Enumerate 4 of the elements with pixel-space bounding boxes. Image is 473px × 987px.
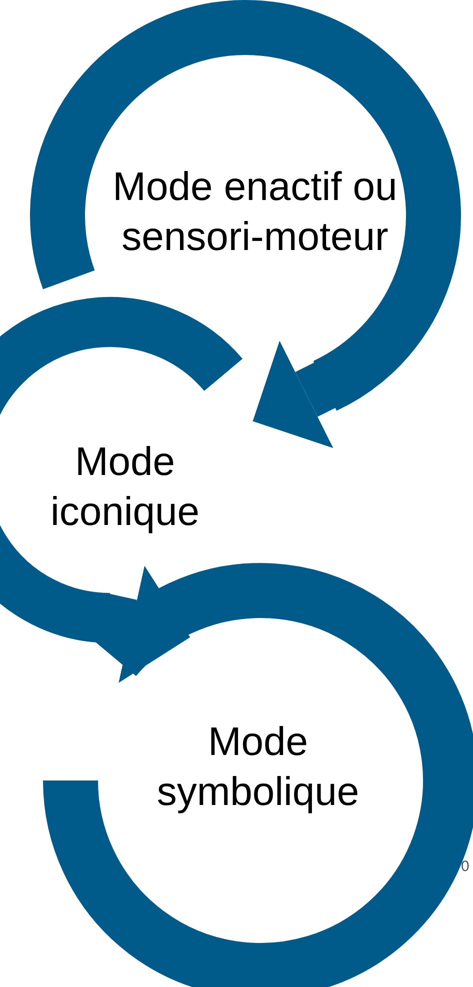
mode-label: Mode enactif ou sensori-moteur <box>112 164 398 261</box>
axis-tick-label: 0 <box>461 858 470 875</box>
mode-label: Mode symbolique <box>156 719 360 816</box>
mode-label: Mode iconique <box>49 439 200 536</box>
